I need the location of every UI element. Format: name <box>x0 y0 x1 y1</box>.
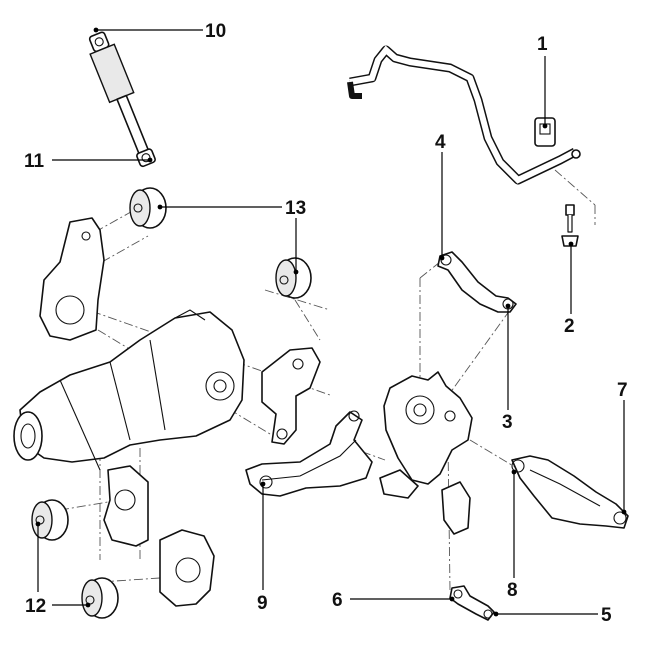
leader-lines <box>35 27 627 617</box>
lower-trailing-arm <box>245 410 373 497</box>
callout-1: 1 <box>537 34 548 55</box>
shock-absorber <box>88 31 156 168</box>
upper-control-arm <box>437 251 517 313</box>
mount-bushing-lower <box>81 577 119 619</box>
differential-housing <box>13 309 245 471</box>
knuckle-bracket <box>441 481 471 535</box>
differential-rear-bracket <box>261 347 321 445</box>
callout-11: 11 <box>24 151 45 172</box>
callout-3: 3 <box>502 412 513 433</box>
lower-mount-bracket-right <box>159 529 215 607</box>
callout-4: 4 <box>435 132 446 153</box>
stabilizer-bar <box>347 45 581 185</box>
stabilizer-link <box>561 204 579 247</box>
toe-link <box>449 585 495 621</box>
wheel-knuckle <box>379 371 473 499</box>
differential-front-bracket <box>39 217 105 341</box>
callout-12: 12 <box>25 596 46 617</box>
callout-13: 13 <box>285 198 306 219</box>
callout-labels: 1 2 3 4 5 6 7 8 9 10 11 12 13 <box>24 21 628 626</box>
lower-control-arm <box>511 455 629 529</box>
callout-2: 2 <box>564 316 575 337</box>
callout-5: 5 <box>601 605 612 626</box>
callout-6: 6 <box>332 590 343 611</box>
callout-10: 10 <box>205 21 226 42</box>
callout-9: 9 <box>257 593 268 614</box>
lower-mount-bracket-left <box>103 465 149 547</box>
differential-bushing-lower <box>275 257 312 299</box>
callout-7: 7 <box>617 380 628 401</box>
differential-bushing-upper <box>129 187 167 229</box>
mount-bushing-upper <box>31 499 69 541</box>
callout-8: 8 <box>507 580 518 601</box>
